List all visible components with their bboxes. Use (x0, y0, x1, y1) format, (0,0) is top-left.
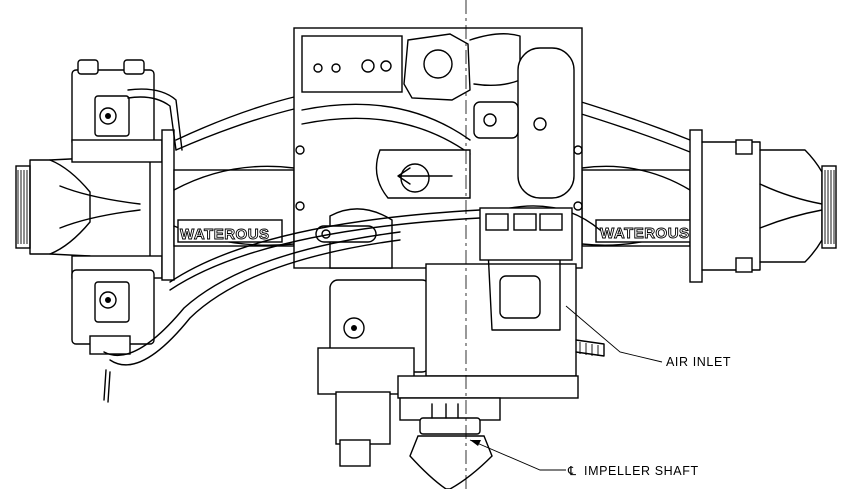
impeller-shaft-callout: ℄ IMPELLER SHAFT (469, 439, 699, 478)
centerline-symbol: ℄ (567, 464, 577, 478)
brand-labels: WATEROUS WATEROUS (180, 225, 690, 244)
right-discharge-nozzle (701, 139, 837, 273)
air-inlet-leader (565, 305, 663, 363)
brand-label-right: WATEROUS (600, 225, 690, 242)
left-discharge-nozzle (15, 149, 151, 265)
gearbox (317, 207, 605, 489)
right-cross-member (574, 99, 703, 283)
impeller-shaft-leader (469, 439, 566, 471)
air-inlet-label: AIR INLET (666, 355, 731, 369)
air-inlet-callout: AIR INLET (565, 305, 731, 369)
left-cross-member (161, 95, 299, 281)
impeller-shaft-label: IMPELLER SHAFT (584, 464, 699, 478)
leader-arrowhead (470, 440, 481, 446)
brand-label-left: WATEROUS (180, 226, 270, 243)
left-valve-tower (71, 59, 163, 355)
